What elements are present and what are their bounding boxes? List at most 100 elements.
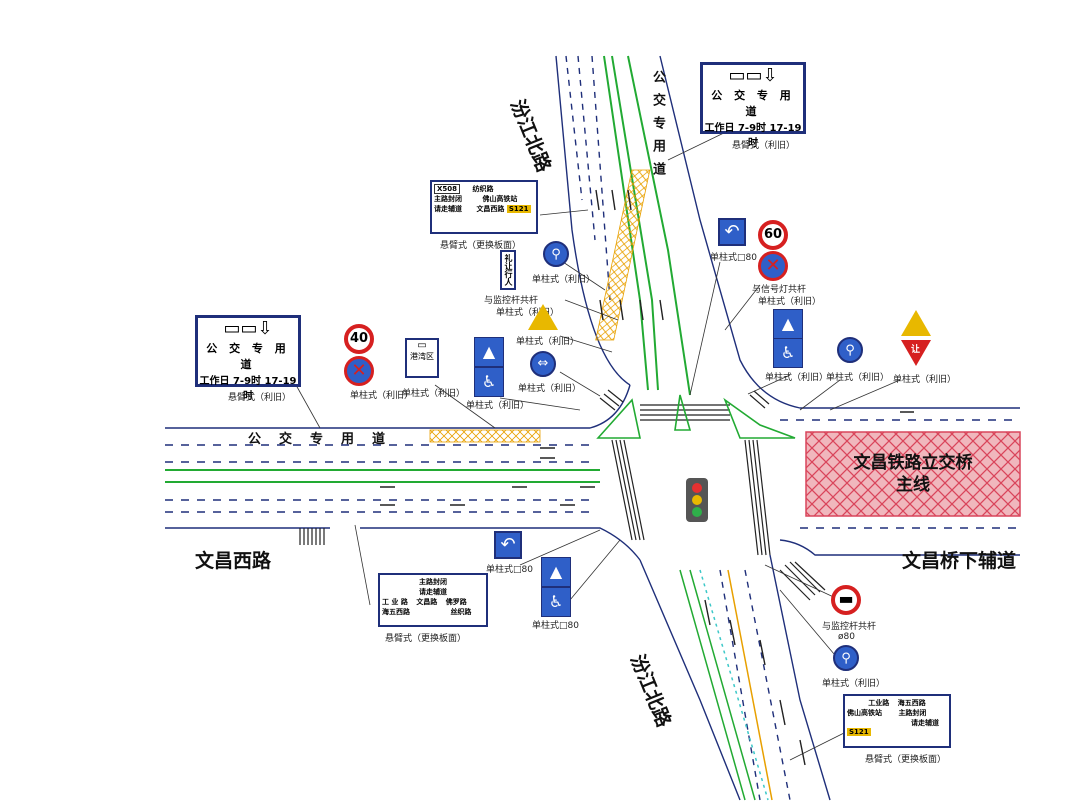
guide-sign-east: 工业路 海五西路 佛山高铁站 主路封闭 请走辅道 S121	[843, 694, 951, 748]
pedestrian-crossing-sign-east: ▲	[773, 309, 803, 339]
pavement-text-north: 公交专用道	[650, 70, 665, 185]
bus-lane-title: 公 交 专 用 道	[206, 342, 290, 371]
guide-top1: 工业路	[868, 699, 890, 707]
pavement-text-west: 公交专用道	[248, 432, 404, 447]
guide-code: X508	[434, 184, 461, 194]
guide-left1: 主路封闭	[434, 195, 462, 203]
caption-speed-north-2: 单柱式（利旧）	[758, 297, 822, 307]
disabled-access-icon-west: ♿	[474, 367, 504, 397]
guide-center: 文昌路	[416, 598, 438, 606]
caption-bus-north: 悬臂式（利旧）	[732, 141, 796, 151]
guide-top: 纺织路	[472, 185, 494, 193]
guide-top1: 主路封闭	[419, 578, 447, 586]
guide-route: S121	[847, 728, 871, 736]
caption-speed-west: 单柱式（利旧）	[350, 391, 414, 401]
west-median	[165, 469, 600, 483]
caption-no-entry-2: ø80	[838, 632, 855, 642]
guide-right2: 请走辅道	[911, 719, 939, 727]
speed-limit-sign-west: 40	[344, 324, 374, 354]
leader-lines	[295, 129, 901, 761]
caption-guide-east: 悬臂式（更换板面）	[865, 755, 947, 765]
caption-ped-south: 单柱式□80	[532, 621, 579, 631]
caption-bicycle-east: 单柱式（利旧）	[826, 373, 890, 383]
caption-guide-north: 悬臂式（更换板面）	[440, 241, 522, 251]
guide-sign-south: 主路封闭 请走辅道 工 业 路 文昌路 佛罗路 海五西路 丝织路	[378, 573, 488, 627]
guide-top2: 海五西路	[897, 699, 926, 707]
west-crosshatch	[429, 429, 541, 443]
crosswalks	[299, 389, 826, 601]
bus-lane-title: 公 交 专 用 道	[711, 89, 795, 118]
caption-ped-west: 单柱式（利旧）	[466, 401, 530, 411]
caption-bus-west: 悬臂式（利旧）	[228, 393, 292, 403]
bus-lane-sign-north: ▭▭⇩ 公 交 专 用 道 工作日 7-9时 17-19时	[700, 62, 806, 149]
caption-speed-north: 与信号灯共杆	[752, 285, 807, 295]
road-name-west: 文昌西路	[195, 550, 272, 572]
bus-icon: ▭▭⇩	[223, 318, 273, 339]
guide-right: 佛山高铁站	[482, 195, 518, 203]
caption-no-entry: 与监控杆共杆	[822, 622, 877, 632]
caption-guide-south: 悬臂式（更换板面）	[385, 634, 467, 644]
bicycle-sign-north: ⚲	[543, 241, 569, 267]
guide-left1: 工 业 路	[382, 598, 408, 606]
bus-icon: ▭▭⇩	[728, 65, 778, 86]
disabled-access-icon-east: ♿	[773, 338, 803, 368]
south-median	[679, 569, 773, 801]
north-road	[555, 55, 1020, 409]
north-crosshatch	[595, 169, 651, 341]
caption-ped-east: 单柱式（利旧）	[765, 373, 829, 383]
bus-lane-sign-west: ▭▭⇩ 公 交 专 用 道 工作日 7-9时 17-19时	[195, 315, 301, 402]
caption-bicycle-north: 单柱式（利旧）	[532, 275, 596, 285]
traffic-islands	[596, 394, 796, 439]
bus-bay-label: 港湾区	[410, 352, 434, 361]
yield-pedestrians-sign: 礼让行人	[500, 250, 516, 290]
guide-right2: 丝织路	[450, 608, 472, 616]
road-name-east: 文昌桥下辅道	[902, 550, 1017, 572]
east-road	[779, 419, 1020, 556]
caption-bicycle-south: 单柱式（利旧）	[822, 679, 886, 689]
guide-left2: 海五西路	[382, 608, 410, 616]
no-entry-sign: ▬	[831, 585, 861, 615]
pedestrian-warning-sign	[528, 304, 558, 330]
bus-lane-hours: 工作日 7-9时 17-19时	[704, 123, 802, 149]
u-turn-sign-south: ↶	[494, 531, 522, 559]
yield-sign-label: 让	[911, 345, 921, 355]
bus-bay-sign: ▭ 港湾区	[405, 338, 439, 378]
caption-yield: 单柱式（利旧）	[893, 375, 957, 385]
guide-top2: 请走辅道	[419, 588, 447, 596]
bridge-label-line2: 主线	[896, 475, 930, 495]
caption-keep-lane: 单柱式（利旧）	[518, 384, 582, 394]
keep-lane-sign: ⇔	[530, 351, 556, 377]
south-road	[639, 554, 831, 801]
pedestrian-warning-sign-east	[901, 310, 931, 336]
north-median	[603, 55, 691, 396]
pedestrian-crossing-sign-west: ▲	[474, 337, 504, 367]
caption-uturn-south: 单柱式□80	[486, 565, 533, 575]
caption-yield-ped: 与监控杆共杆	[484, 296, 539, 306]
no-stopping-icon-north: ✕	[758, 251, 788, 281]
bus-bay-icon: ▭	[417, 340, 427, 351]
bicycle-sign-east: ⚲	[837, 337, 863, 363]
caption-bus-bay: 单柱式（利旧）	[402, 389, 466, 399]
guide-right1: 主路封闭	[898, 709, 927, 717]
guide-route: S121	[506, 205, 531, 213]
caption-yield-ped-2: 单柱式（利旧）	[496, 308, 560, 318]
lane-arrows	[380, 189, 914, 766]
bridge-label-line1: 文昌铁路立交桥	[853, 453, 973, 473]
caption-uturn-north: 单柱式□80	[710, 253, 757, 263]
west-road	[165, 384, 641, 561]
no-stopping-icon: ✕	[344, 356, 374, 386]
bridge-label: 文昌铁路立交桥 主线	[808, 452, 1018, 496]
u-turn-sign-north: ↶	[718, 218, 746, 246]
speed-limit-sign-north: 60	[758, 220, 788, 250]
guide-sign-north: X508 纺织路 主路封闭 佛山高铁站 请走辅道 文昌西路 S121	[430, 180, 538, 234]
guide-bottom: 文昌西路	[476, 205, 505, 213]
yield-sign	[901, 340, 931, 366]
guide-right1: 佛罗路	[445, 598, 467, 606]
pedestrian-crossing-sign-south: ▲	[541, 557, 571, 587]
bicycle-sign-south: ⚲	[833, 645, 859, 671]
guide-left2: 请走辅道	[434, 205, 462, 213]
bus-lane-hours: 工作日 7-9时 17-19时	[199, 376, 297, 402]
guide-left: 佛山高铁站	[847, 709, 882, 717]
caption-ped-warning: 单柱式（利旧）	[516, 337, 580, 347]
